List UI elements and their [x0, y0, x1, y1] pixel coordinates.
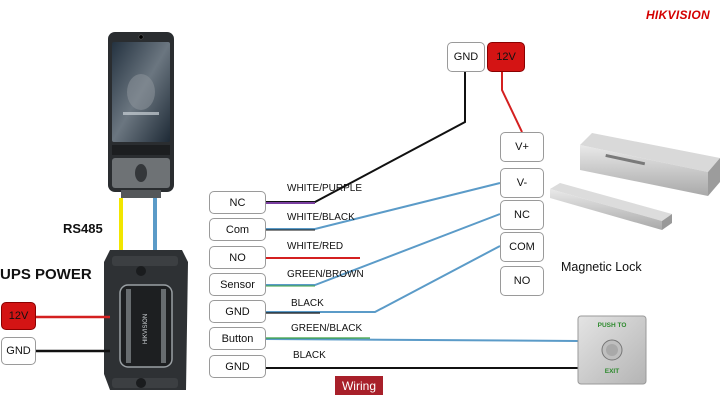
wiring-badge: Wiring: [335, 376, 383, 395]
ups-12v-terminal: 12V: [1, 302, 36, 330]
controller-terminal-no: NO: [209, 246, 266, 269]
magnetic-lock-image: [550, 133, 720, 230]
controller-terminal-com: Com: [209, 218, 266, 241]
wire-label-green-brown: GREEN/BROWN: [287, 269, 364, 280]
lock-terminal-v-minus: V-: [500, 168, 544, 198]
controller-terminal-gnd: GND: [209, 300, 266, 323]
lock-terminal-com: COM: [500, 232, 544, 262]
wires: [265, 72, 579, 369]
lock-power-gnd-terminal: GND: [447, 42, 485, 72]
access-terminal: [108, 32, 174, 198]
exit-button-image: [577, 315, 647, 385]
controller-logo: HIKVISION: [131, 309, 161, 349]
wire-com: [266, 182, 501, 230]
wire-label-white-black: WHITE/BLACK: [287, 212, 355, 223]
controller-terminal-nc: NC: [209, 191, 266, 214]
lock-terminal-v-plus: V+: [500, 132, 544, 162]
hikvision-logo: HIKVISION: [645, 8, 710, 22]
lock-power-12v-terminal: 12V: [487, 42, 525, 72]
controller-terminal-button: Button: [209, 327, 266, 350]
wire-gnd: [266, 245, 501, 313]
controller-logo-text: HIKVISION: [143, 313, 149, 345]
lock-terminal-no: NO: [500, 266, 544, 296]
wire-sensor: [266, 213, 501, 286]
lock-terminal-nc: NC: [500, 200, 544, 230]
wire-12v: [501, 72, 523, 133]
rs485-label: RS485: [63, 221, 103, 236]
wire-label-white-purple: WHITE/PURPLE: [287, 183, 363, 194]
ups-power-label: UPS POWER: [0, 266, 92, 283]
wire-label-white-red: WHITE/RED: [287, 241, 344, 252]
wire-button: [265, 338, 579, 342]
exit-button-bottom-text: EXIT: [604, 368, 620, 375]
wire-label-black-2: BLACK: [293, 350, 326, 361]
magnetic-lock-label: Magnetic Lock: [561, 260, 642, 274]
controller-terminal-sensor: Sensor: [209, 273, 266, 296]
exit-button-top-text: PUSH TO: [597, 322, 627, 329]
wire-label-black: BLACK: [291, 298, 324, 309]
access-controller: [104, 250, 188, 390]
wire-label-green-black: GREEN/BLACK: [291, 323, 363, 334]
ups-gnd-terminal: GND: [1, 337, 36, 365]
controller-terminal-gnd-2: GND: [209, 355, 266, 378]
